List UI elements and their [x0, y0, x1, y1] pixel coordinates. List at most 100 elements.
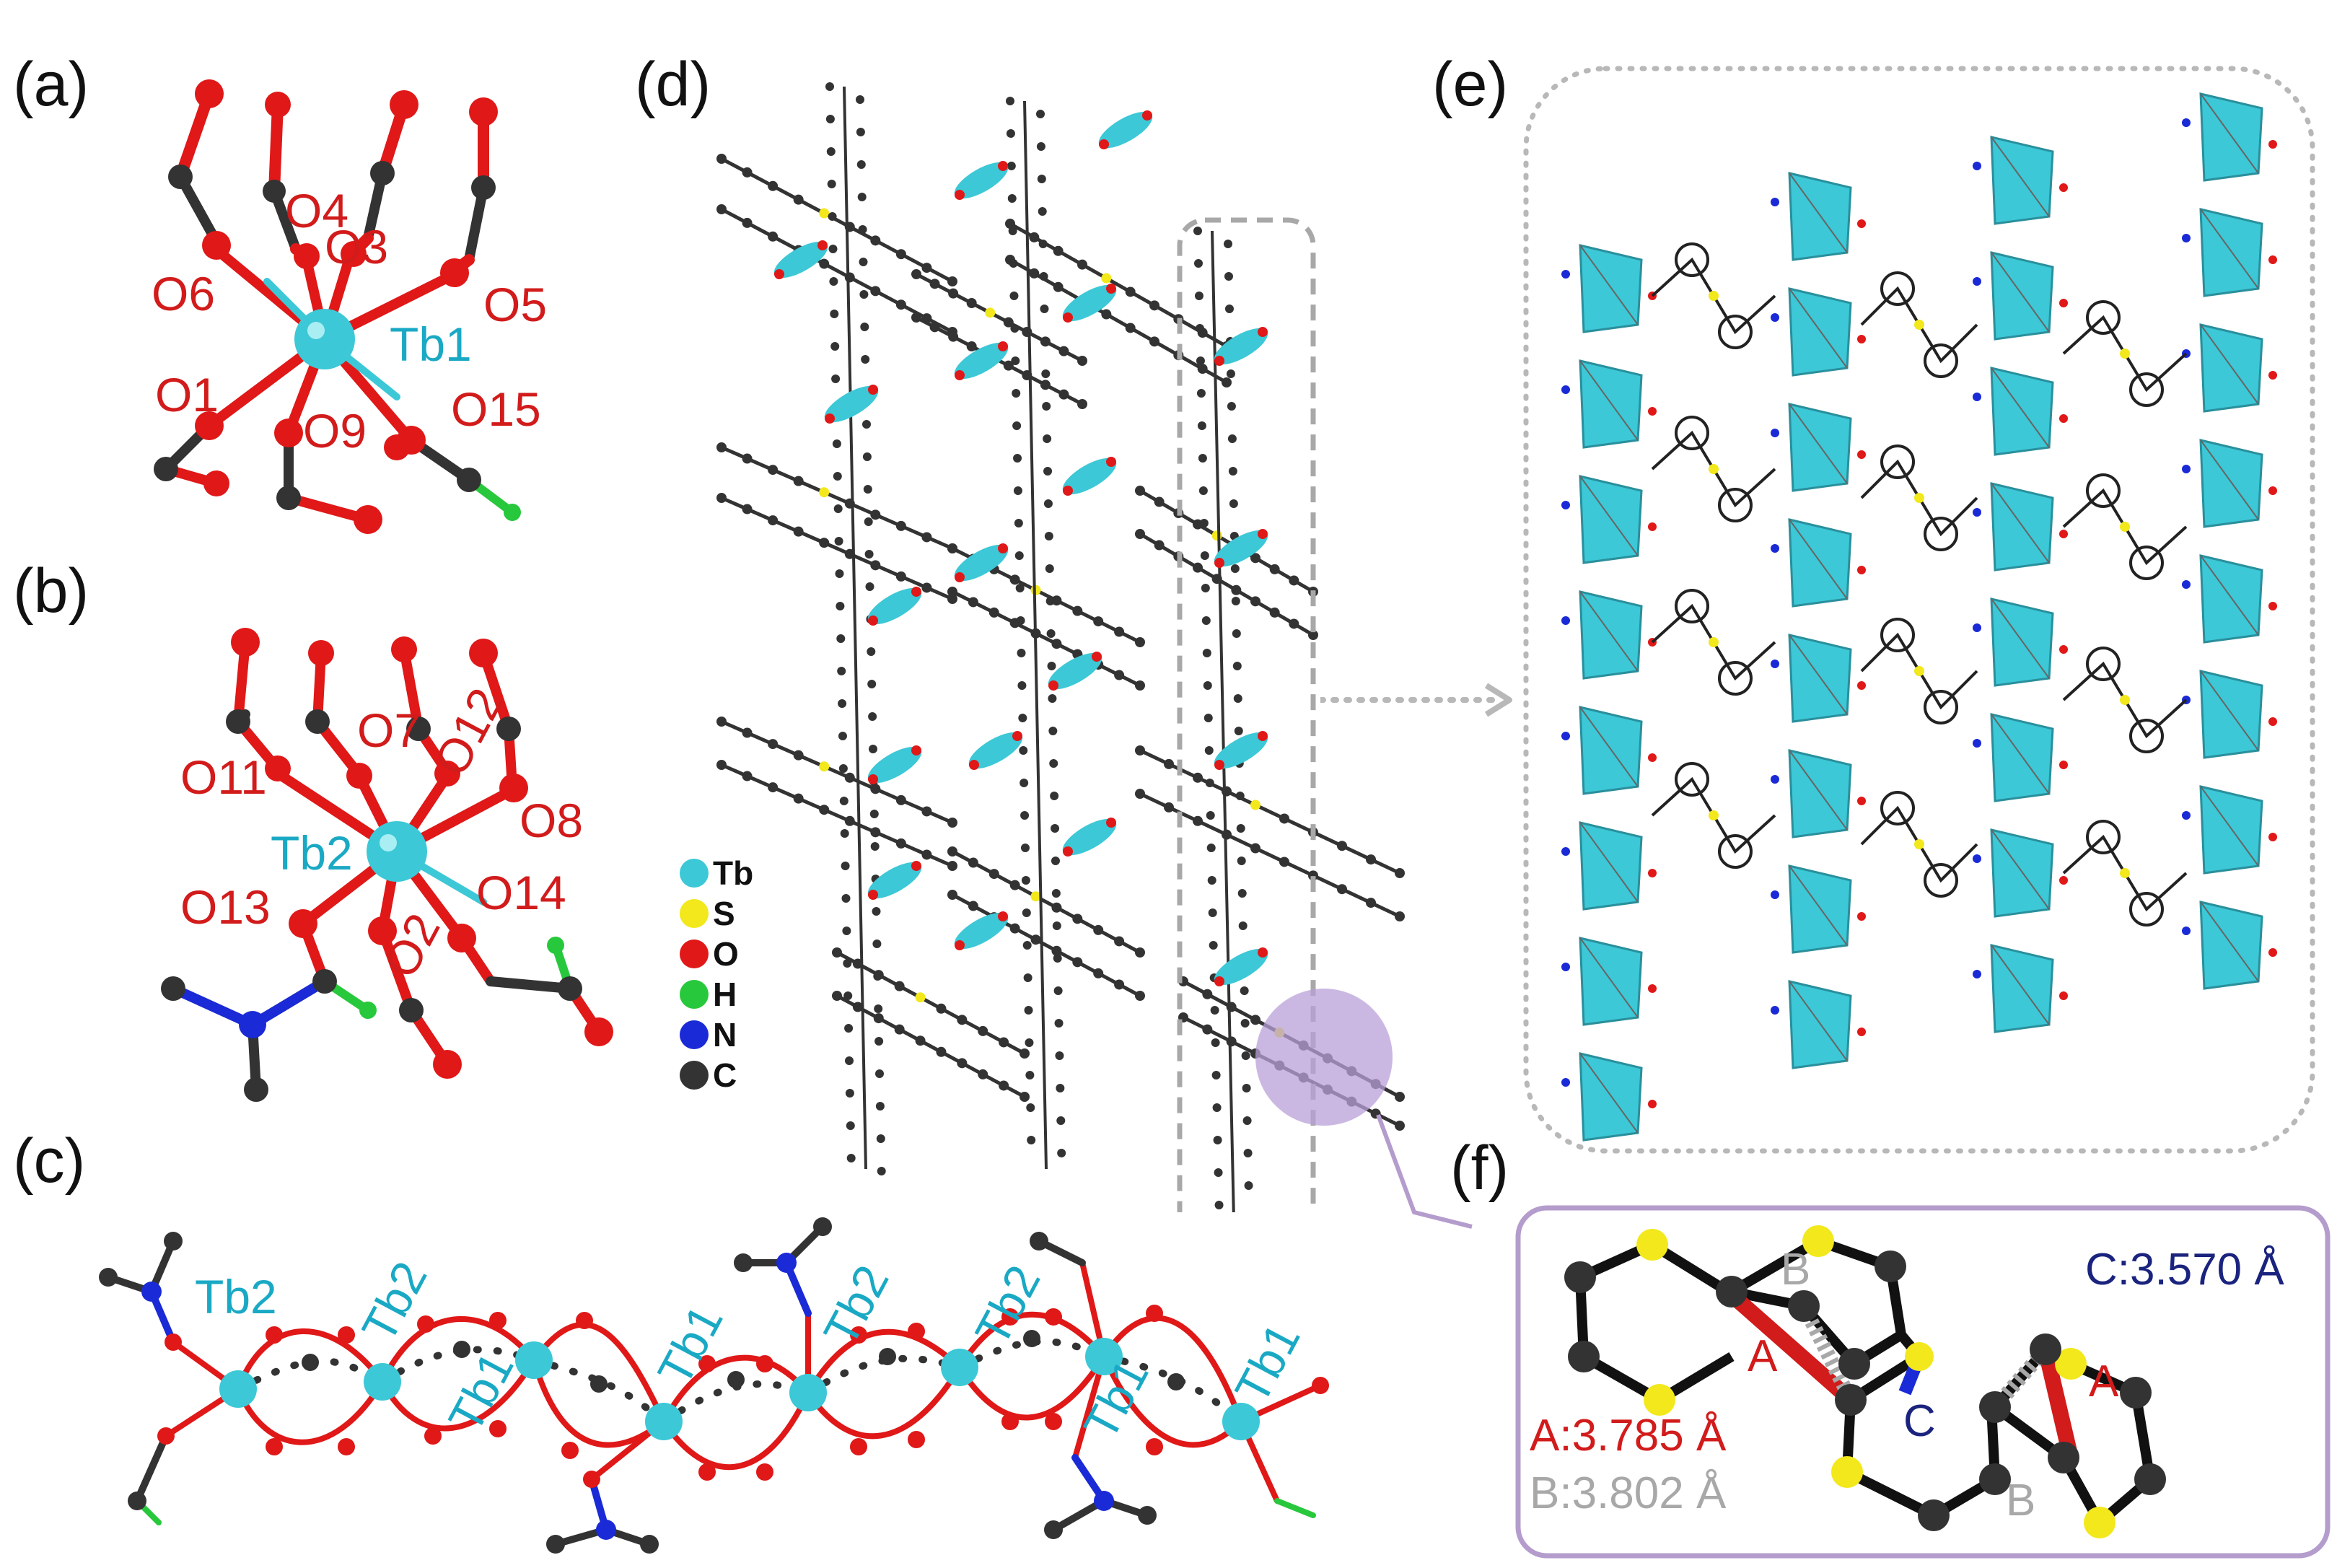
- framework-edge: [1579, 822, 1639, 903]
- packing-atom: [870, 842, 880, 851]
- label-o6: O6: [152, 267, 215, 320]
- packing-atom: [1258, 947, 1268, 958]
- packing-atom: [1043, 499, 1053, 508]
- packing-atom: [894, 981, 905, 991]
- packing-atom: [1101, 309, 1112, 320]
- framework-edge: [2200, 209, 2259, 289]
- packing-atom: [1051, 857, 1060, 865]
- packing-atom: [768, 465, 779, 476]
- packing-atom: [929, 322, 940, 333]
- packing-atom: [1038, 240, 1048, 248]
- framework-atom: [2268, 717, 2277, 726]
- packing-atom: [1043, 467, 1053, 476]
- packing-tb-cluster: [954, 912, 1009, 950]
- packing-atom: [1022, 941, 1032, 950]
- packing-atom: [1258, 327, 1268, 337]
- packing-atom: [872, 940, 882, 948]
- packing-tb-cluster: [1214, 328, 1268, 365]
- label-o11: O11: [180, 750, 267, 804]
- packing-atom: [948, 331, 959, 342]
- packing-atom: [1125, 323, 1136, 333]
- packing-atom: [1014, 551, 1024, 560]
- packing-atom: [828, 212, 837, 221]
- packing-atom: [1232, 662, 1242, 670]
- packing-atom: [911, 745, 921, 755]
- packing-atom: [1164, 802, 1174, 813]
- packing-atom: [1224, 305, 1234, 313]
- legend-swatch-h: [680, 980, 709, 1009]
- framework-atom: [2059, 183, 2068, 192]
- framework-atom: [1561, 501, 1570, 509]
- packing-atom: [1026, 1103, 1035, 1112]
- packing-atom: [1214, 356, 1224, 366]
- packing-tb-cluster: [867, 746, 922, 784]
- packing-atom: [1114, 626, 1125, 637]
- framework-edge: [2200, 555, 2259, 636]
- packing-atom: [1009, 880, 1020, 890]
- packing-atom: [998, 911, 1008, 921]
- packing-atom: [947, 276, 957, 286]
- framework-edge: [2200, 670, 2259, 751]
- packing-atom: [768, 231, 779, 242]
- packing-atom: [1036, 110, 1045, 118]
- packing-atom: [947, 846, 957, 857]
- framework-edge: [1579, 706, 1639, 787]
- packing-atom: [870, 560, 881, 571]
- packing-atom: [742, 453, 753, 464]
- packing-atom: [868, 774, 878, 784]
- label-o15: O15: [451, 382, 541, 436]
- framework-atom: [1857, 450, 1866, 459]
- packing-tb-cluster: [1214, 948, 1268, 986]
- framework-atom: [1857, 797, 1866, 805]
- packing-atom: [856, 128, 865, 136]
- framework-ring: [1718, 661, 1753, 696]
- measurement-c: C:3.570 Å: [2085, 1245, 2284, 1295]
- packing-atom: [1057, 1149, 1066, 1157]
- framework-edge: [1579, 591, 1639, 672]
- packing-atom: [985, 307, 996, 318]
- packing-atom: [1250, 553, 1260, 564]
- packing-strand: [915, 272, 1084, 363]
- packing-atom: [1234, 727, 1243, 735]
- packing-atom: [875, 1069, 884, 1078]
- packing-atom: [859, 290, 869, 299]
- packing-atom: [1222, 377, 1232, 387]
- framework-edge: [1789, 634, 1848, 715]
- framework-edge: [1991, 598, 2050, 679]
- framework-atom: [1771, 198, 1779, 206]
- packing-atom: [1135, 991, 1145, 1001]
- packing-atom: [936, 1046, 947, 1057]
- packing-atom: [1014, 519, 1023, 527]
- framework-atom: [1771, 544, 1779, 553]
- framework-atom: [1973, 623, 1981, 632]
- packing-atom: [838, 732, 847, 740]
- packing-atom: [947, 861, 957, 871]
- packing-atom: [1250, 800, 1260, 810]
- packing-atom: [1025, 1071, 1035, 1079]
- legend-label-tb: Tb: [713, 854, 753, 892]
- packing-strand: [720, 157, 954, 284]
- packing-atom: [1214, 558, 1224, 568]
- packing-atom: [1243, 1149, 1253, 1157]
- packing-strand: [951, 590, 1141, 688]
- framework-network: [1561, 92, 2277, 1142]
- packing-atom: [968, 901, 978, 911]
- packing-atom: [1308, 630, 1318, 640]
- framework-edge: [1579, 245, 1639, 325]
- framework-atom: [2059, 645, 2068, 654]
- framework-atom: [1709, 810, 1719, 820]
- packing-tb-cluster: [1062, 457, 1117, 495]
- packing-atom: [825, 413, 835, 424]
- packing-atom: [1199, 519, 1209, 527]
- legend-swatch-c: [680, 1061, 709, 1090]
- packing-atom: [1212, 1103, 1222, 1112]
- packing-atom: [947, 890, 957, 900]
- packing-atom: [1012, 421, 1022, 430]
- packing-atom: [837, 667, 846, 675]
- packing-atom: [1009, 923, 1020, 934]
- packing-atom: [1164, 758, 1174, 769]
- packing-atom: [921, 532, 932, 543]
- packing-atom: [1077, 356, 1087, 366]
- packing-atom: [1003, 360, 1014, 371]
